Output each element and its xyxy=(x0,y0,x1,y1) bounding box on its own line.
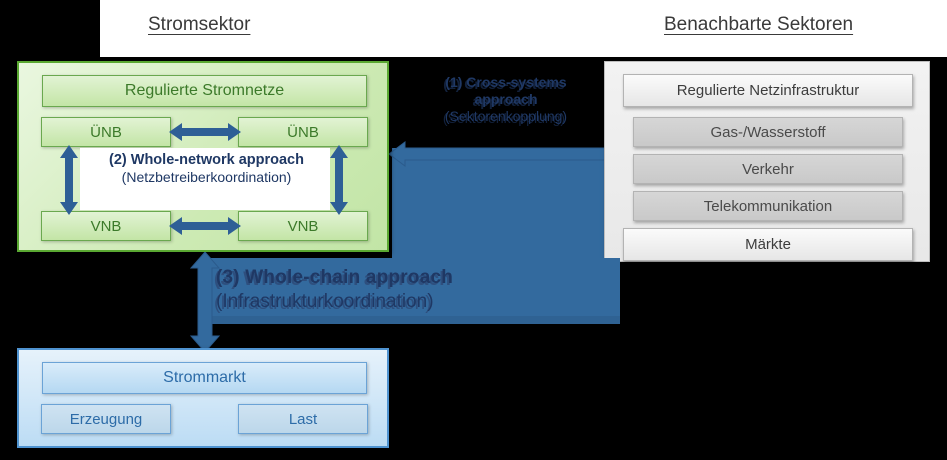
load-box[interactable]: Last xyxy=(238,404,368,434)
sector-box-gas-hydrogen[interactable]: Gas-/Wasserstoff xyxy=(633,117,903,147)
header-title-electricity-sector: Stromsektor xyxy=(148,14,251,35)
sector-box-regulated-net-infrastructure[interactable]: Regulierte Netzinfrastruktur xyxy=(623,74,913,107)
whole-chain-label-shadow: (3) Whole-chain approach (Infrastrukturk… xyxy=(214,269,452,315)
cross-systems-label-shadow: (1) Cross-systems approach (Sektorenkopp… xyxy=(442,76,566,126)
arrow-tso-dso-right xyxy=(329,145,349,215)
dso-box-right[interactable]: VNB xyxy=(238,211,368,241)
whole-chain-block xyxy=(205,258,620,324)
electricity-sector-panel: Regulierte Stromnetze ÜNB ÜNB VNB VNB xyxy=(17,61,389,252)
label-backplate xyxy=(80,148,330,210)
whole-chain-label: (3) Whole-chain approach (Infrastrukturk… xyxy=(216,267,454,313)
arrow-tso-dso-left xyxy=(59,145,79,215)
header-band xyxy=(100,0,947,57)
sector-box-telecommunication[interactable]: Telekommunikation xyxy=(633,191,903,221)
electricity-market-box[interactable]: Strommarkt xyxy=(42,362,367,394)
arrow-tso-to-tso xyxy=(169,122,241,142)
sector-box-markets[interactable]: Märkte xyxy=(623,228,913,261)
whole-network-approach-label: (2) Whole-network approach (Netzbetreibe… xyxy=(109,152,304,186)
cross-systems-label: (1) Cross-systems approach (Sektorenkopp… xyxy=(444,74,568,124)
header-title-adjacent-sectors: Benachbarte Sektoren xyxy=(664,14,854,35)
arrow-dso-to-dso xyxy=(169,216,241,236)
electricity-market-panel: Strommarkt Erzeugung Last xyxy=(17,348,389,448)
arrow-cross-systems-horizontal xyxy=(389,140,621,168)
regulated-grids-box[interactable]: Regulierte Stromnetze xyxy=(42,75,367,107)
generation-box[interactable]: Erzeugung xyxy=(41,404,171,434)
tso-box-right[interactable]: ÜNB xyxy=(238,117,368,147)
adjacent-sectors-panel: Regulierte Netzinfrastruktur Gas-/Wasser… xyxy=(604,61,930,262)
whole-chain-underline xyxy=(205,316,620,324)
arrow-whole-chain-vertical xyxy=(190,252,220,352)
dso-box-left[interactable]: VNB xyxy=(41,211,171,241)
sector-box-transport[interactable]: Verkehr xyxy=(633,154,903,184)
tso-box-left[interactable]: ÜNB xyxy=(41,117,171,147)
